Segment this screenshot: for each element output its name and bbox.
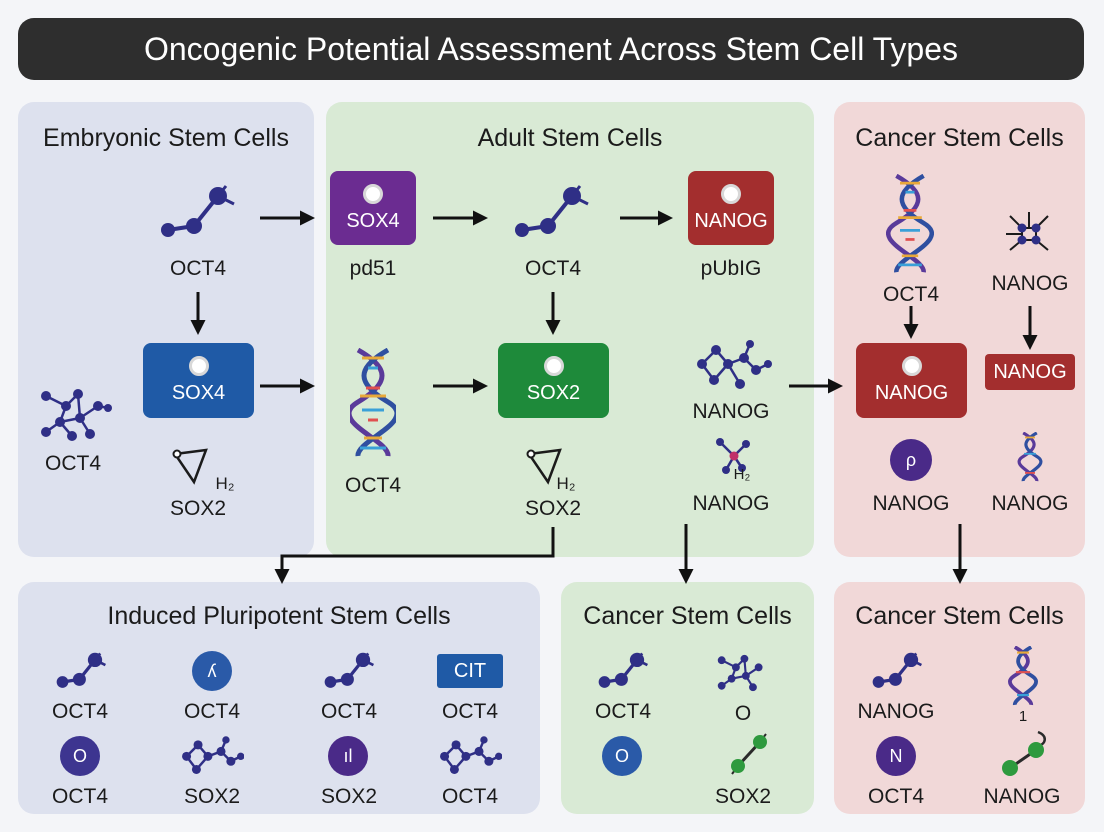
panel-title-cancer-right: Cancer Stem Cells <box>855 602 1064 630</box>
molecule-icon <box>56 652 106 688</box>
label-ipsc-r1c1: OCT4 <box>51 700 109 723</box>
label-nanog-cancer-left: NANOG <box>872 492 950 515</box>
diagram-title: Oncogenic Potential Assessment Across St… <box>143 30 958 67</box>
circle-glyph: ρ <box>905 449 917 470</box>
title-bar: Oncogenic Potential Assessment Across St… <box>18 18 1084 80</box>
sox4-label-adult: SOX4 <box>346 209 400 232</box>
dna-helix-icon <box>886 174 934 273</box>
molecule-network-icon <box>717 654 763 692</box>
circle-glyph: N <box>889 745 903 766</box>
label-o-cancer-mid: O <box>734 702 752 725</box>
nanog-box-cancer-top: NANOG <box>856 343 967 418</box>
label-oct4-embryonic-left: OCT4 <box>44 452 102 475</box>
label-ipsc-r1c3: OCT4 <box>320 700 378 723</box>
label-nanog-cancer-top: NANOG <box>991 272 1069 295</box>
label-oct4-cancer-top: OCT4 <box>882 283 940 306</box>
cit-badge: CIT <box>437 654 503 688</box>
molecule-icon <box>324 652 374 688</box>
molecule-icon <box>161 185 235 237</box>
circle-icon <box>721 183 741 204</box>
label-ipsc-r1c2: OCT4 <box>183 700 241 723</box>
nanog-tag-cancer-top: NANOG <box>985 354 1075 390</box>
cit-badge-label: CIT <box>453 659 487 682</box>
panel-title-adult: Adult Stem Cells <box>477 124 663 152</box>
label-pubig: pUbIG <box>700 257 762 280</box>
circle-icon <box>543 356 564 376</box>
panel-title-cancer-top: Cancer Stem Cells <box>855 124 1064 152</box>
triangle-icon <box>172 448 208 485</box>
label-oct4-embryonic-top: OCT4 <box>169 257 227 280</box>
molecule-icon <box>515 185 589 237</box>
circle-icon <box>901 356 922 376</box>
label-sox2-adult: SOX2 <box>524 497 582 520</box>
circle-icon: O <box>602 736 642 776</box>
molecule-icon <box>872 652 922 688</box>
label-oct4-adult-helix: OCT4 <box>344 474 402 497</box>
molecule-small-icon <box>716 438 750 474</box>
label-oct4-cancer-right: OCT4 <box>867 785 925 808</box>
circle-glyph: ıl <box>343 745 353 766</box>
molecule-network-icon <box>697 340 772 389</box>
label-nanog-adult-mid: NANOG <box>692 400 770 423</box>
nanog-tag-label: NANOG <box>993 360 1067 383</box>
label-oct4-cancer-mid: OCT4 <box>594 700 652 723</box>
nanog-label-cancer-box: NANOG <box>874 382 949 404</box>
sox4-box-adult: SOX4 <box>330 171 416 245</box>
panel-cancer-right: Cancer Stem Cells <box>834 582 1085 814</box>
molecule-cluster-icon <box>1006 212 1049 251</box>
circle-glyph: ʎ <box>207 660 217 681</box>
label-ipsc-r2c4: OCT4 <box>441 785 499 808</box>
label-nanog-cancer-right: NANOG <box>991 492 1069 515</box>
nanog-box-adult: NANOG <box>688 171 774 245</box>
green-molecule-icon <box>1002 730 1046 776</box>
circle-icon: ʎ <box>192 651 232 691</box>
panel-title-cancer-mid: Cancer Stem Cells <box>583 602 792 630</box>
sox4-box-embryonic: SOX4 <box>143 343 254 418</box>
label-ipsc-r1c4: OCT4 <box>441 700 499 723</box>
dna-helix-icon <box>1017 432 1043 482</box>
label-ipsc-r2c3: SOX2 <box>320 785 378 808</box>
label-sox2-cancer-mid: SOX2 <box>714 785 772 808</box>
circle-icon <box>188 356 209 376</box>
molecule-icon <box>598 652 648 688</box>
panel-title-ipsc: Induced Pluripotent Stem Cells <box>107 602 451 630</box>
circle-glyph: O <box>72 745 87 766</box>
circle-icon: ıl <box>328 736 368 776</box>
nanog-label-adult-box: NANOG <box>694 209 768 232</box>
label-pd51: pd51 <box>349 257 397 280</box>
label-nanog-cancer-right-bottom: NANOG <box>983 785 1061 808</box>
circle-icon <box>363 183 383 204</box>
label-h2-adult: H₂ <box>556 474 576 493</box>
panel-cancer-top: Cancer Stem Cells <box>834 102 1085 557</box>
circle-icon: O <box>60 736 100 776</box>
label-one-cancer-right: 1 <box>1018 708 1028 725</box>
circle-icon: N <box>876 736 916 776</box>
label-sox2-embryonic: SOX2 <box>169 497 227 520</box>
sox2-label-adult-box: SOX2 <box>526 382 581 404</box>
panel-embryonic: Embryonic Stem Cells <box>18 102 314 557</box>
label-oct4-adult-top: OCT4 <box>524 257 582 280</box>
label-ipsc-r2c2: SOX2 <box>183 785 241 808</box>
sox2-box-adult: SOX2 <box>498 343 609 418</box>
label-ipsc-r2c1: OCT4 <box>51 785 109 808</box>
panel-cancer-mid: Cancer Stem Cells <box>561 582 814 814</box>
dna-helix-icon <box>350 348 396 457</box>
label-h2-embryonic: H₂ <box>215 474 235 493</box>
dna-helix-icon <box>1008 646 1038 706</box>
panel-title-embryonic: Embryonic Stem Cells <box>43 124 289 152</box>
sox4-label-embryonic: SOX4 <box>171 382 226 404</box>
panel-ipsc: Induced Pluripotent Stem Cells <box>18 582 540 814</box>
circle-glyph: O <box>614 745 629 766</box>
molecule-network-icon <box>182 736 244 774</box>
label-nanog-adult-low: NANOG <box>692 492 770 515</box>
magnifier-circle-icon: ρ <box>890 439 932 481</box>
label-nanog-cancer-right-top: NANOG <box>857 700 935 723</box>
triangle-icon <box>526 448 562 485</box>
label-h2-adult-small: H₂ <box>733 466 751 483</box>
molecule-network-icon <box>41 389 112 441</box>
green-molecule-icon <box>731 733 767 775</box>
molecule-network-icon <box>440 736 502 774</box>
